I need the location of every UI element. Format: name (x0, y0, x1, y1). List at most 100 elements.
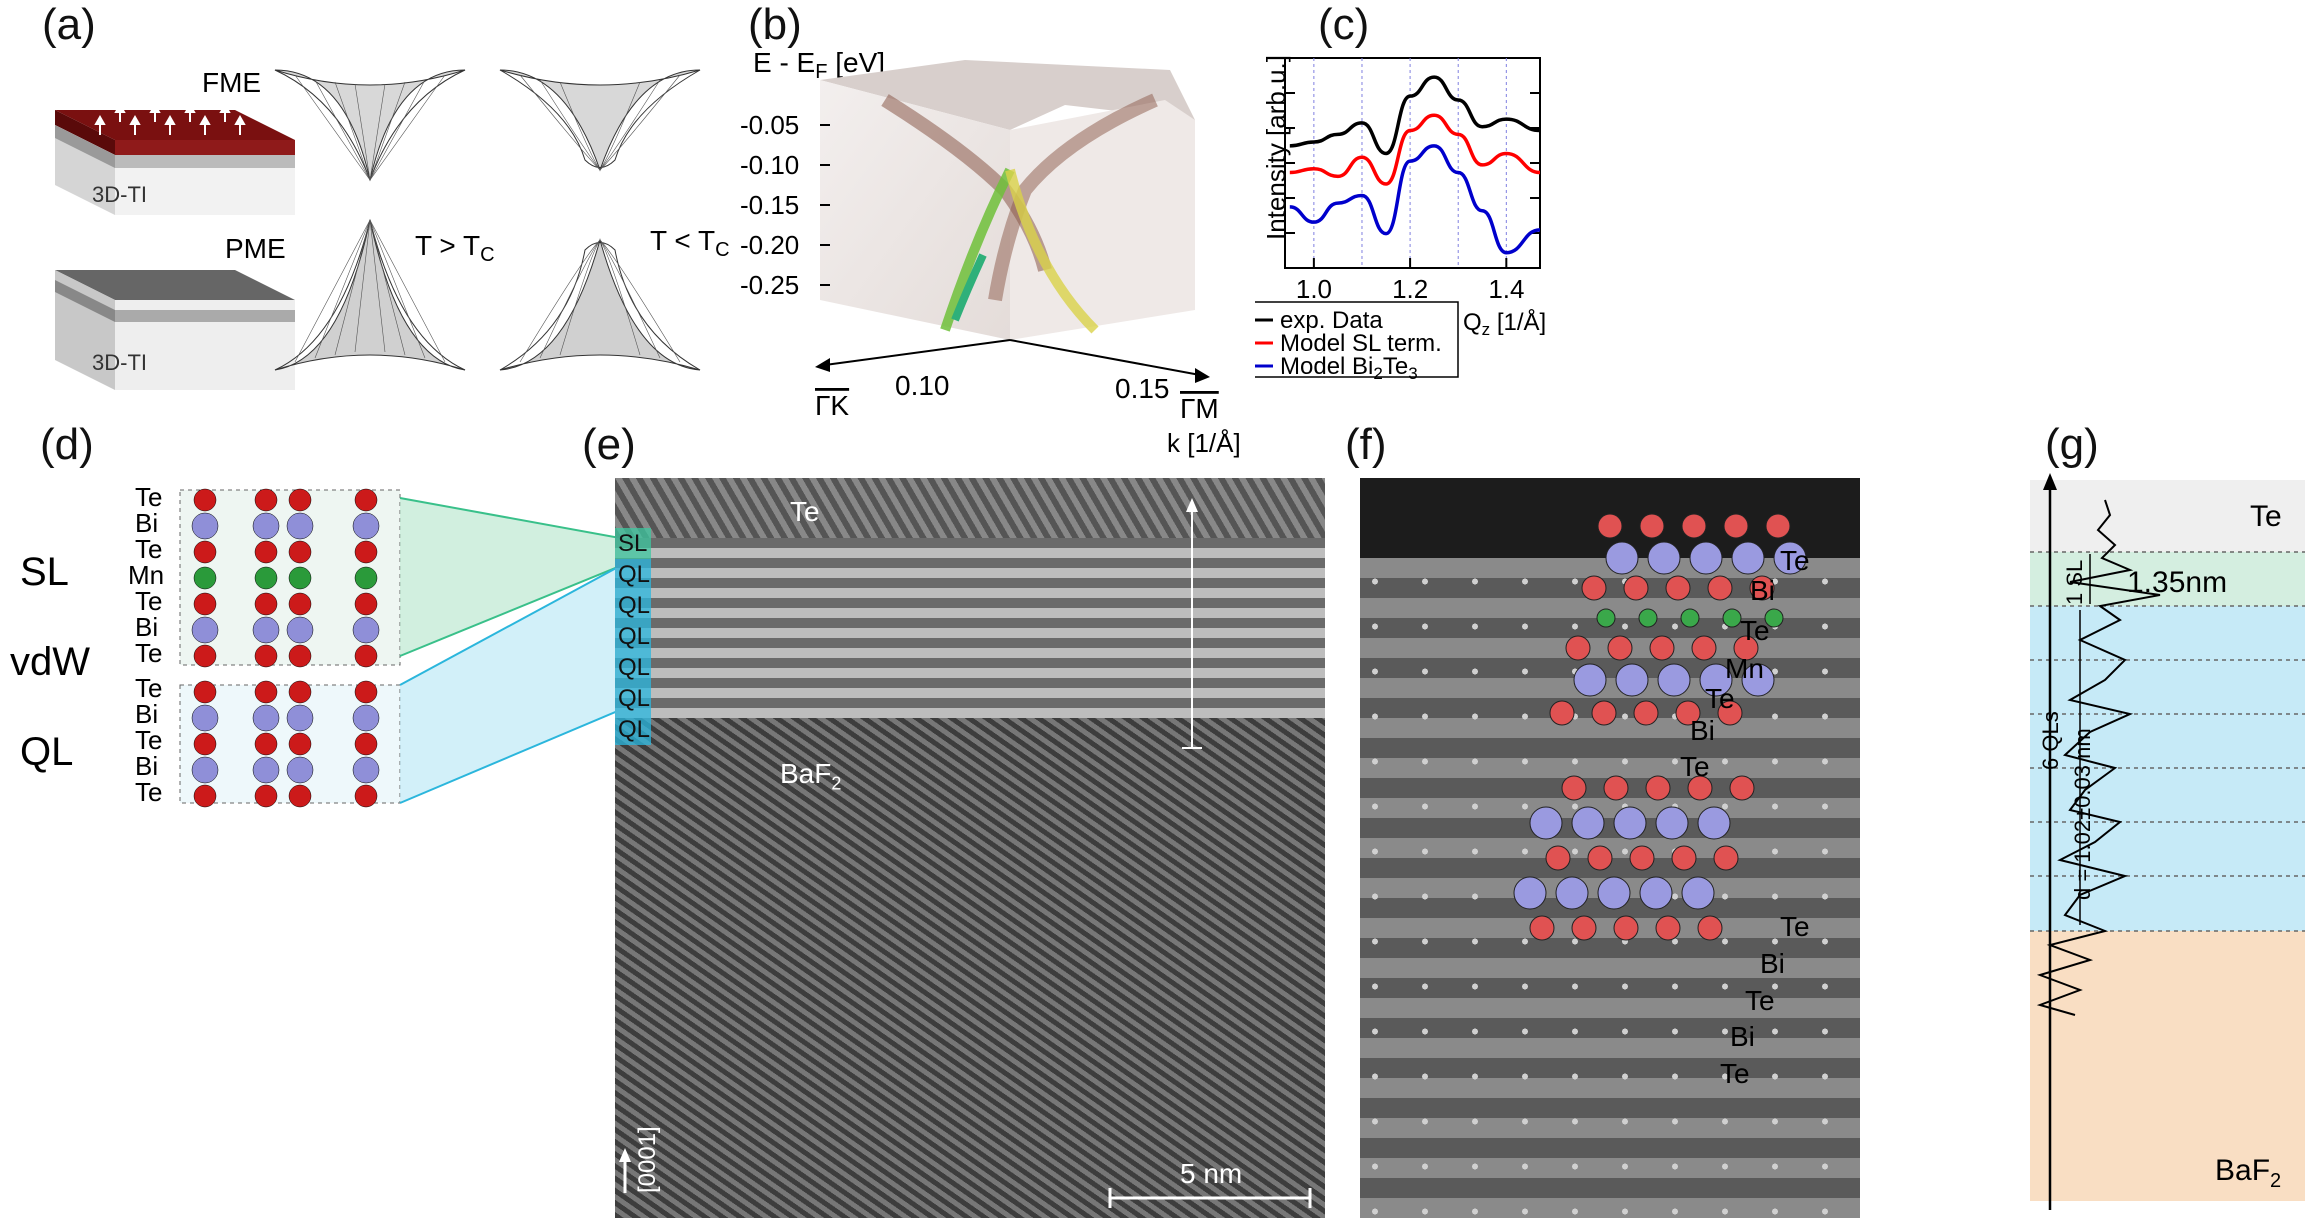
k-axis-right (1009, 339, 1201, 376)
atom (1571, 806, 1605, 840)
ql-box (615, 683, 651, 714)
fme-label: FME (202, 67, 261, 98)
intensity-profile (2036, 499, 2161, 1016)
atom (1596, 608, 1616, 628)
pme-label: PME (225, 233, 286, 264)
panel-g-figure: Te 1 SL 1.35nm 6 QLs d = 1.02±0.03 nm Ba… (2030, 473, 2305, 1210)
atom (1639, 876, 1673, 910)
atom (1549, 700, 1575, 726)
layer-label: Bi (135, 751, 158, 781)
te-label: Te (790, 496, 820, 527)
ql-box (615, 559, 651, 590)
atom (1633, 700, 1659, 726)
chart-xlabel: Qz [1/Å] (1463, 308, 1546, 339)
pme-block (55, 270, 295, 390)
chart-xtick-label: 1.0 (1296, 274, 1332, 304)
atom (1687, 775, 1713, 801)
panel-f-letter: (f) (1345, 420, 1387, 469)
atom (1717, 700, 1743, 726)
atom (193, 784, 217, 808)
atom (1731, 541, 1765, 575)
dirac-cone-gapped (499, 69, 701, 371)
atom (193, 540, 217, 564)
atom (288, 488, 312, 512)
atom-label: Te (1720, 1058, 1750, 1089)
layer-label: Te (135, 586, 162, 616)
sl-count-label: 1 SL (2062, 560, 2087, 605)
atom (1613, 915, 1639, 941)
g-te-label: Te (2250, 500, 2282, 533)
atom (1587, 845, 1613, 871)
arpes-top-face (820, 60, 1195, 130)
atom (1647, 541, 1681, 575)
atom (1741, 663, 1775, 697)
atom (1565, 635, 1591, 661)
te-capping-region (615, 478, 1325, 538)
atom (193, 488, 217, 512)
atom (191, 616, 219, 644)
chart-gridlines (1285, 58, 1540, 268)
atom (1733, 635, 1759, 661)
dirac-branch-right (1005, 168, 1099, 334)
panel-a-letter: (a) (42, 0, 96, 49)
te-zone (2030, 480, 2305, 552)
scale-label: 5 nm (1180, 1158, 1242, 1189)
atom (354, 680, 378, 704)
atom (1681, 876, 1715, 910)
gamma-k-label: ΓK (815, 390, 849, 421)
legend-bi2te3: Model Bi2Te3 (1280, 353, 1418, 383)
chart-series-group (1289, 75, 1541, 255)
atom (1603, 775, 1629, 801)
ti-label-bottom: 3D-TI (92, 350, 147, 375)
series-line-2 (1289, 144, 1541, 255)
legend-sl: Model SL term. (1280, 330, 1442, 357)
atom (286, 704, 314, 732)
sl-zone (2030, 552, 2305, 606)
stem-image-e: Te BaF2 (615, 478, 1325, 1218)
atom (254, 784, 278, 808)
atom (191, 704, 219, 732)
atom (254, 592, 278, 616)
cone-mesh-a1 (294, 74, 446, 363)
gamma-m-label: ΓM (1180, 393, 1219, 424)
g-baf2-label: BaF2 (2215, 1154, 2281, 1192)
atom (1597, 513, 1623, 539)
stack-label: QL (618, 592, 650, 619)
atom (1671, 845, 1697, 871)
atom (1607, 635, 1633, 661)
layer-label: Te (135, 534, 162, 564)
layer-label: Te (135, 673, 162, 703)
panel-e-letter: (e) (582, 420, 636, 469)
sl-label: SL (20, 550, 69, 594)
atom (1571, 915, 1597, 941)
atom-label: Bi (1760, 948, 1785, 979)
atom (1773, 541, 1807, 575)
k-tick: 0.10 (895, 370, 950, 401)
atom (254, 680, 278, 704)
layer-label: Bi (135, 508, 158, 538)
k-tick: 0.15 (1115, 373, 1170, 404)
atom (1699, 663, 1733, 697)
stack-label: SL (618, 530, 647, 557)
layer-label: Te (135, 725, 162, 755)
ql-box (615, 621, 651, 652)
atom (1697, 806, 1731, 840)
panel-g-letter: (g) (2045, 420, 2099, 469)
atom (252, 756, 280, 784)
atom-label: Te (1780, 545, 1810, 576)
atom-model-f (1513, 513, 1807, 941)
band-right-upper (988, 93, 1158, 302)
atom (193, 566, 217, 590)
atom-label: Bi (1730, 1021, 1755, 1052)
atom (1613, 806, 1647, 840)
atom (252, 704, 280, 732)
atom (1723, 513, 1749, 539)
atom (286, 616, 314, 644)
ql-projection (400, 566, 620, 803)
atom (354, 732, 378, 756)
k-unit-label: k [1/Å] (1167, 428, 1241, 458)
arpes-right-face (1010, 100, 1195, 340)
atom (1573, 663, 1607, 697)
atom (352, 512, 380, 540)
series-line-0 (1289, 75, 1541, 156)
